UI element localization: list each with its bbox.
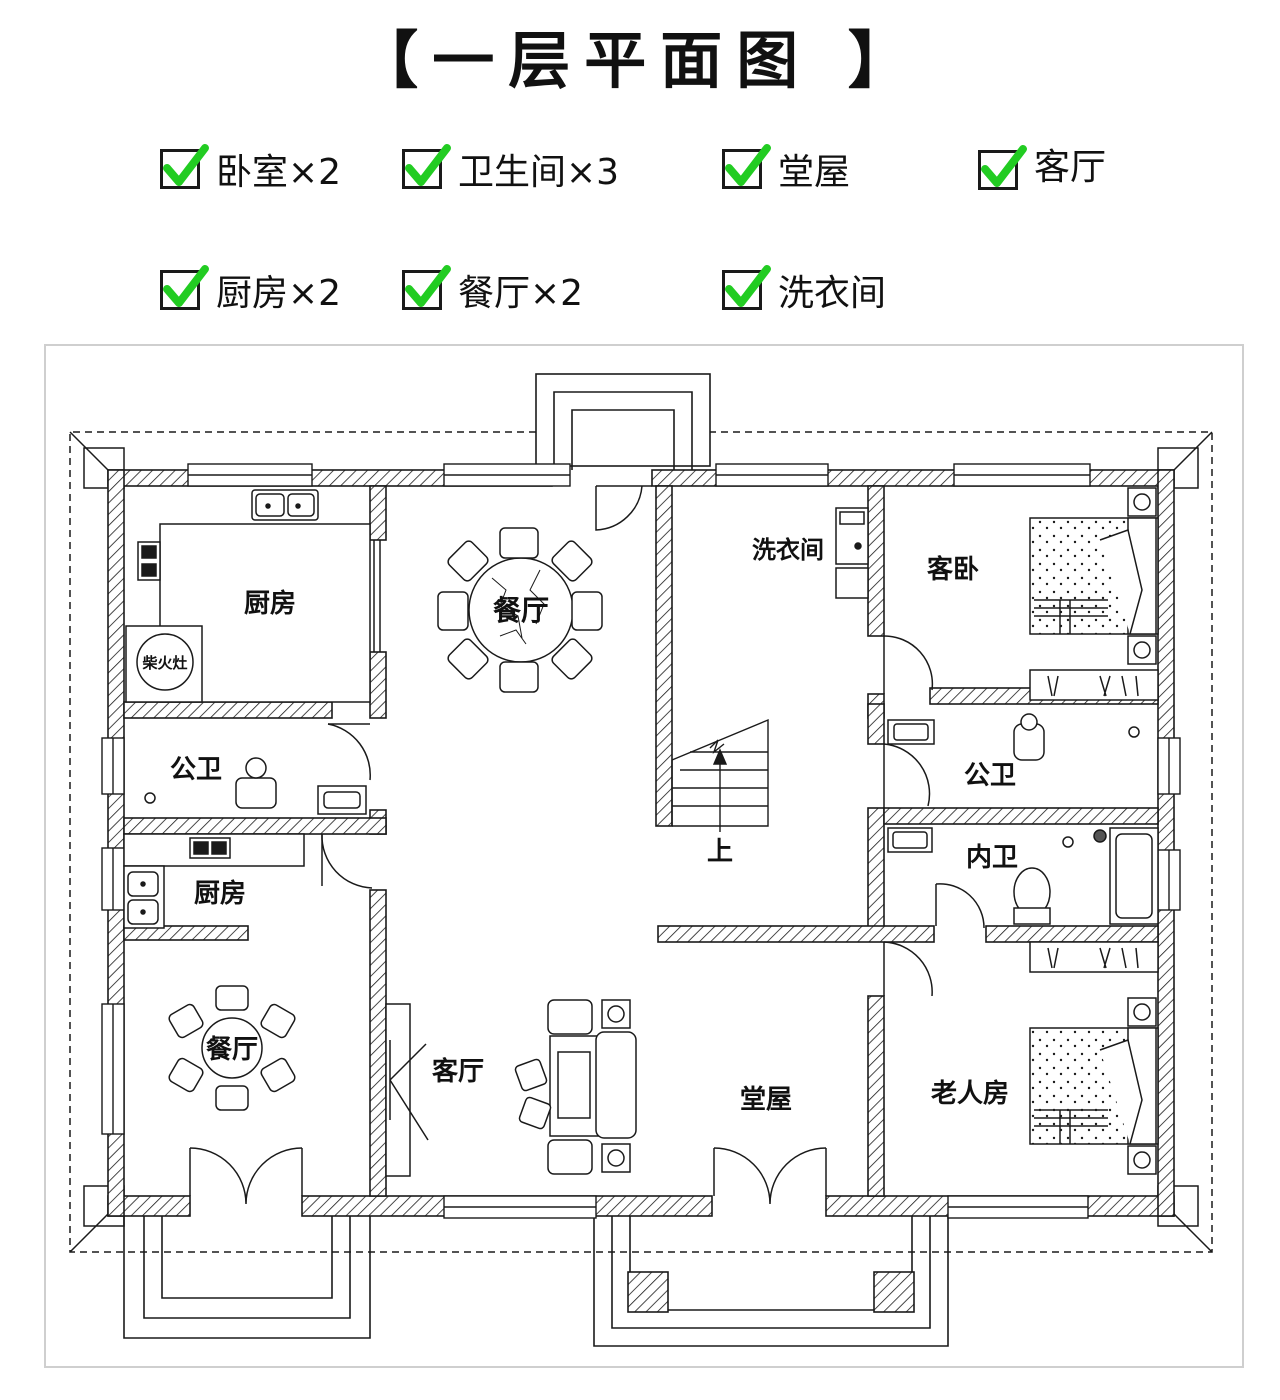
feature-dining: 餐厅×2 xyxy=(402,265,584,314)
staircase xyxy=(671,718,769,832)
doors xyxy=(189,485,985,1205)
kitchen-fixtures xyxy=(125,489,371,703)
bottom-center-porch xyxy=(593,1216,949,1347)
feature-bathroom: 卫生间×3 xyxy=(402,144,620,193)
feature-label: 厨房×2 xyxy=(216,273,342,314)
room-label-laundry: 洗衣间 xyxy=(752,536,824,564)
room-label-kitchen-bottom: 厨房 xyxy=(194,879,246,909)
room-label-kitchen-top: 厨房 xyxy=(244,589,296,619)
dining-table-bottom xyxy=(168,985,296,1111)
check-icon xyxy=(402,265,451,310)
laundry-fixtures xyxy=(835,507,869,599)
room-label-dining-bottom: 餐厅 xyxy=(206,1035,258,1065)
roof-outline xyxy=(69,431,1213,1253)
check-icon xyxy=(722,144,771,189)
feature-bedroom: 卧室×2 xyxy=(160,144,342,193)
feature-kitchen: 厨房×2 xyxy=(160,265,342,314)
feature-main-hall: 堂屋 xyxy=(722,144,851,193)
room-labels: 厨房 柴火灶 餐厅 洗衣间 客卧 公卫 公卫 上 厨房 内卫 餐厅 客厅 堂屋 … xyxy=(141,536,1018,1115)
feature-label: 堂屋 xyxy=(778,152,851,193)
room-label-public-wc-right: 公卫 xyxy=(964,761,1016,791)
elder-bed xyxy=(1029,941,1159,1175)
check-icon xyxy=(722,265,771,310)
interior-walls xyxy=(123,485,1159,1197)
right-wc-fixtures xyxy=(887,713,1140,761)
feature-label: 卧室×2 xyxy=(216,152,342,193)
living-furniture xyxy=(385,999,637,1177)
feature-label: 洗衣间 xyxy=(778,273,887,314)
room-label-stove: 柴火灶 xyxy=(141,654,187,672)
room-label-stair-up: 上 xyxy=(707,837,733,867)
plan-frame xyxy=(44,344,1244,1368)
bottom-kitchen-fixtures xyxy=(123,833,305,929)
check-icon xyxy=(978,145,1027,190)
top-porch xyxy=(535,373,711,470)
feature-label: 餐厅×2 xyxy=(458,273,584,314)
room-label-guest-bedroom: 客卧 xyxy=(927,554,979,585)
feature-living-room: 客厅 xyxy=(978,140,1107,190)
windows xyxy=(101,463,1181,1219)
room-label-elder-room: 老人房 xyxy=(931,1079,1009,1109)
feature-label: 客厅 xyxy=(1034,147,1107,188)
room-label-dining-top: 餐厅 xyxy=(493,594,549,627)
inner-wc-fixtures xyxy=(887,827,1159,925)
dining-table-top xyxy=(437,527,603,693)
feature-laundry: 洗衣间 xyxy=(722,265,887,314)
room-label-public-wc-left: 公卫 xyxy=(170,755,222,785)
guest-bed xyxy=(1029,487,1159,701)
page-title: 【一层平面图 】 xyxy=(356,24,924,97)
check-icon xyxy=(160,144,209,189)
room-label-living-room: 客厅 xyxy=(432,1056,484,1087)
left-wc-fixtures xyxy=(144,757,367,815)
room-label-inner-wc: 内卫 xyxy=(966,843,1018,873)
room-label-main-hall: 堂屋 xyxy=(740,1085,792,1115)
check-icon xyxy=(402,144,451,189)
check-icon xyxy=(160,265,209,310)
bottom-left-porch xyxy=(123,1216,371,1339)
feature-label: 卫生间×3 xyxy=(458,152,620,193)
